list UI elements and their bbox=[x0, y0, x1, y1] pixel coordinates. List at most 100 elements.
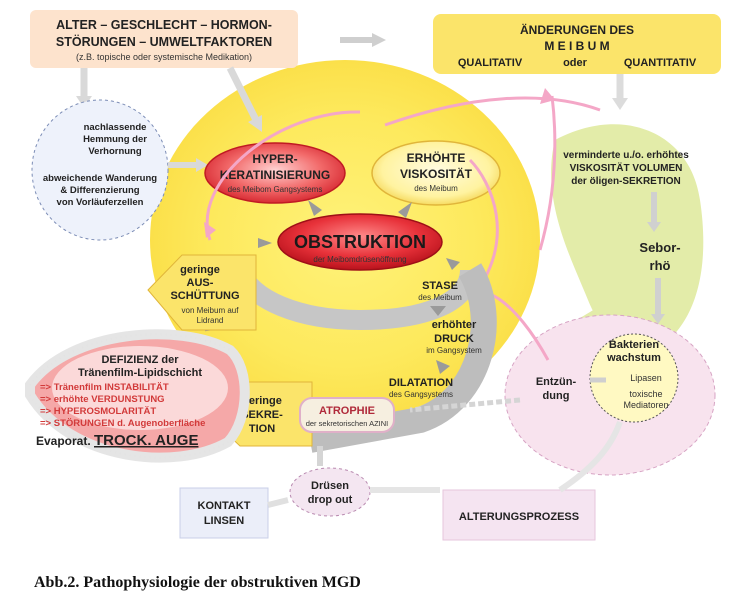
trockenes-auge-main: TROCK. AUGE bbox=[94, 432, 198, 449]
obstruktion-node bbox=[277, 213, 443, 271]
meibum-oder: oder bbox=[563, 57, 588, 69]
meibum-change-line1: ÄNDERUNGEN DES bbox=[520, 22, 634, 37]
ausschuettung-arrow bbox=[147, 254, 257, 331]
viskositaet-node bbox=[371, 140, 501, 206]
bakterien-line2: wachstum bbox=[606, 352, 661, 364]
druck-line2: DRUCK bbox=[434, 333, 474, 345]
loop-arc-upper bbox=[230, 266, 480, 331]
seborrhoe-line2: rhö bbox=[650, 258, 671, 273]
visk-sub: des Meibum bbox=[414, 184, 458, 193]
kontakt-line1: KONTAKT bbox=[198, 500, 251, 512]
defizienz-result4: => STÖRUNGEN d. Augenoberfläche bbox=[40, 418, 205, 429]
meibum-change-line2: M E I B U M bbox=[544, 39, 609, 53]
secretion-line1: verminderte u./o. erhöhtes bbox=[563, 150, 689, 161]
hyper-line1: HYPER- bbox=[252, 152, 297, 166]
figure-caption: Abb.2. Pathophysiologie der obstruktiven… bbox=[34, 574, 361, 591]
meibum-change-box bbox=[433, 14, 721, 74]
arrow-obstruktion-left bbox=[258, 238, 272, 248]
eyelash-top bbox=[29, 333, 231, 386]
druesen-line1: Drüsen bbox=[311, 480, 349, 492]
ausschuettung-line1: geringe bbox=[180, 264, 220, 276]
defizienz-line1: DEFIZIENZ der bbox=[101, 354, 179, 366]
arrow-druck-to-dilatation bbox=[436, 360, 450, 374]
kontakt-line2: LINSEN bbox=[204, 515, 244, 527]
seborrhoe-zone bbox=[551, 124, 704, 354]
visk-line2: VISKOSITÄT bbox=[400, 166, 473, 181]
arrow-entzuendung-to-atrophie bbox=[409, 397, 521, 413]
atrophie-node bbox=[299, 397, 395, 433]
arrow-alterung-to-bakterien bbox=[558, 420, 623, 493]
defizienz-result1: => Tränenfilm INSTABILITÄT bbox=[40, 382, 169, 393]
alterung-box bbox=[442, 489, 596, 541]
bakterien-line5: Mediatoren bbox=[623, 400, 668, 410]
atrophie-sub: der sekretorischen AZINI bbox=[306, 419, 389, 428]
defizienz-result3: => HYPEROSMOLARITÄT bbox=[40, 406, 156, 417]
druck-sub: im Gangsystem bbox=[426, 346, 482, 355]
arrow-head bbox=[647, 222, 661, 232]
defizienz-line2: Tränenfilm-Lipidschicht bbox=[78, 367, 202, 379]
stase-sub: des Meibum bbox=[418, 293, 462, 302]
arrow-head bbox=[651, 314, 665, 324]
arrow-factors-to-hyper bbox=[226, 66, 260, 122]
obstruktion-sub: der Meibomdrüsenöffnung bbox=[313, 255, 406, 264]
trockenes-auge-prefix: Evaporat. bbox=[36, 434, 91, 448]
ausschuettung-line3: SCHÜTTUNG bbox=[170, 289, 239, 302]
pink-arrow-to-meibum bbox=[384, 96, 601, 127]
dilatation-sub: des Gangsystems bbox=[389, 390, 453, 399]
visk-line1: ERHÖHTE bbox=[407, 150, 466, 165]
meibum-quantitativ: QUANTITATIV bbox=[624, 57, 697, 69]
stase-title: STASE bbox=[422, 280, 458, 292]
arrow-head bbox=[372, 33, 386, 47]
meibum-qualitativ: QUALITATIV bbox=[458, 57, 523, 69]
sekretion-line1: geringe bbox=[242, 395, 282, 407]
bakterien-node bbox=[589, 333, 679, 423]
pink-feedback-arrow-left bbox=[205, 110, 361, 241]
arrow-hyper-to-obstruktion bbox=[308, 200, 322, 216]
obstruktion-title: OBSTRUKTION bbox=[294, 232, 426, 252]
defizienz-inner bbox=[52, 346, 228, 430]
secretion-line2: VISKOSITÄT VOLUMEN bbox=[570, 161, 683, 174]
factors-line2: STÖRUNGEN – UMWELTFAKTOREN bbox=[56, 34, 272, 49]
entzuendung-line2: dung bbox=[543, 390, 570, 402]
druesen-node bbox=[289, 467, 371, 517]
kontakt-box bbox=[179, 487, 269, 539]
hemmung-line6: von Vorläuferzellen bbox=[57, 197, 144, 208]
arrow-stase-to-druck bbox=[430, 306, 446, 316]
factors-line3: (z.B. topische oder systemische Medikati… bbox=[76, 52, 252, 62]
dilatation-title: DILATATION bbox=[389, 377, 453, 389]
arrow-head bbox=[204, 222, 216, 238]
atrophie-title: ATROPHIE bbox=[319, 405, 375, 417]
bakterien-line3: Lipasen bbox=[630, 373, 662, 383]
hemmung-line3: Verhornung bbox=[88, 146, 142, 157]
ausschuettung-line5: Lidrand bbox=[197, 316, 224, 325]
druesen-line2: drop out bbox=[308, 494, 353, 506]
pink-arrow-up bbox=[538, 95, 557, 251]
hemmung-line2: Hemmung der bbox=[83, 134, 147, 145]
hemmung-circle bbox=[31, 99, 169, 241]
hyper-sub: des Meibom Gangsystems bbox=[228, 185, 323, 194]
arrow-head bbox=[612, 98, 628, 110]
entzuendung-line1: Entzün- bbox=[536, 376, 577, 388]
ausschuettung-line2: AUS- bbox=[187, 277, 214, 289]
hemmung-line4: abweichende Wanderung bbox=[43, 173, 157, 184]
factors-line1: ALTER – GESCHLECHT – HORMON- bbox=[56, 18, 272, 32]
arrow-kontakt-to-druesen bbox=[267, 497, 289, 508]
hemmung-line1: nachlassende bbox=[84, 122, 147, 133]
bakterien-line1: Bakterien bbox=[609, 339, 659, 351]
defizienz-result2: => erhöhte VERDUNSTUNG bbox=[40, 394, 165, 405]
ausschuettung-line4: von Meibum auf bbox=[182, 306, 240, 315]
alterung-label: ALTERUNGSPROZESS bbox=[459, 511, 579, 523]
secretion-line3: der öligen-SEKRETION bbox=[571, 176, 680, 187]
arrow-obstruktion-right bbox=[446, 258, 460, 270]
loop-arc-right bbox=[307, 263, 497, 453]
hemmung-line5: & Differenzierung bbox=[60, 185, 139, 196]
sekretion-line3: TION bbox=[249, 423, 275, 435]
factors-box bbox=[30, 10, 298, 68]
arrow-visk-to-obstruktion bbox=[398, 202, 412, 218]
arrow-head bbox=[248, 115, 262, 132]
arrow-head bbox=[196, 158, 208, 172]
hyper-line2: KERATINISIERUNG bbox=[220, 168, 330, 182]
seborrhoe-line1: Sebor- bbox=[639, 240, 680, 255]
druck-line1: erhöhter bbox=[432, 319, 477, 331]
